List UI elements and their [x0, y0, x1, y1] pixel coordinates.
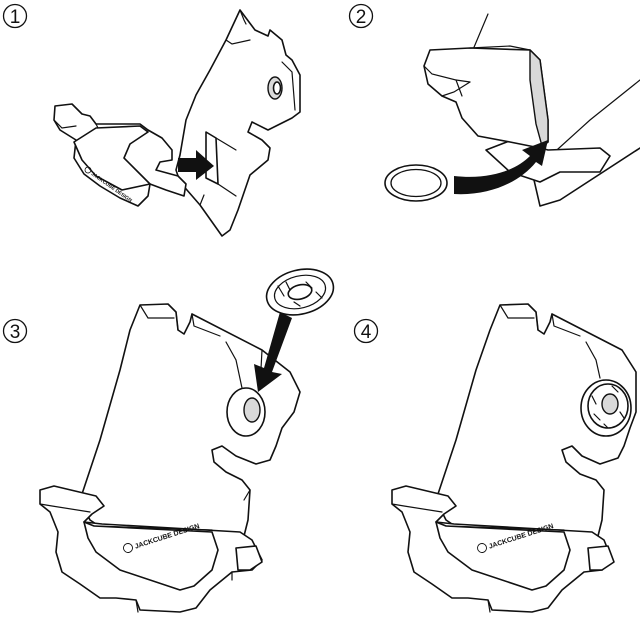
step-4-number: 4	[361, 322, 372, 343]
step-1-base-plate: JACKCUBE DESIGN	[53, 103, 187, 207]
step-4-mounted-magnet	[580, 379, 632, 437]
step-2-rubber-ring	[384, 164, 448, 202]
step-2-badge: 2	[348, 3, 374, 29]
step-4-back-plate	[435, 303, 637, 581]
step-1-back-plate	[175, 9, 301, 237]
step-2-curved-arrow	[454, 140, 548, 195]
step-1-number: 1	[10, 7, 21, 28]
step-3-number: 3	[10, 322, 21, 343]
step-3-magnet-disc	[265, 268, 335, 316]
step-2-number: 2	[356, 7, 367, 28]
step-4-panel: 4 JACKCUBE DESIGN	[353, 303, 637, 613]
step-3-panel: 3 JACKCUBE DESIGN	[2, 268, 335, 613]
step-4-base-plate: JACKCUBE DESIGN	[391, 485, 615, 613]
step-2-panel: 2	[348, 3, 640, 207]
step-1-panel: 1 JACKCUBE	[2, 3, 301, 237]
step-3-insert-arrow	[254, 312, 292, 392]
step-3-badge: 3	[2, 318, 28, 344]
step-4-badge: 4	[353, 318, 379, 344]
step-2-base-plate	[423, 45, 549, 149]
step-1-badge: 1	[2, 3, 28, 29]
step-1-insert-arrow	[178, 150, 214, 180]
step-3-base-plate: JACKCUBE DESIGN	[39, 485, 263, 613]
